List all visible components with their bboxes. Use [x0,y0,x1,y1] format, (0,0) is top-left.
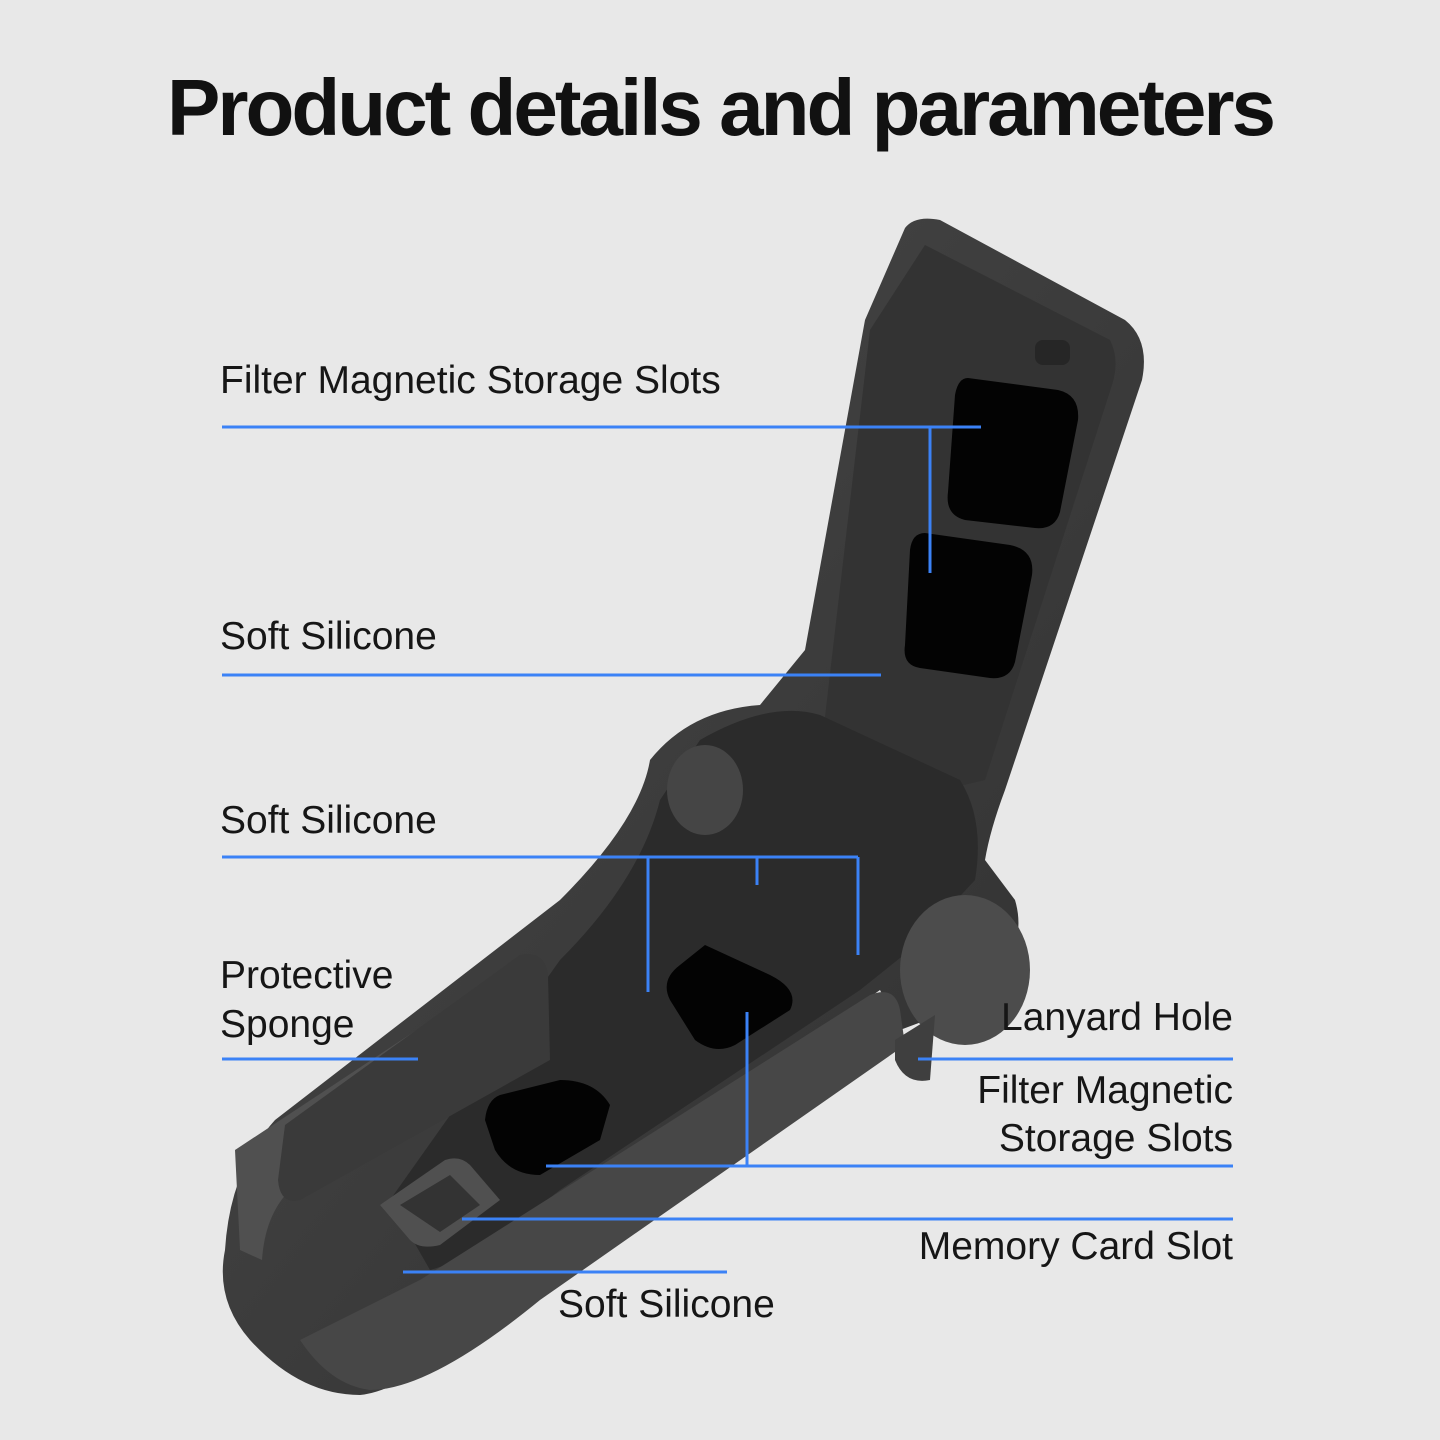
leader-lines [222,425,1233,1274]
label-filter-magnetic-storage-slots: Filter Magnetic Storage Slots [220,359,721,402]
page-title: Product details and parameters [167,63,1276,152]
label-protective-sponge-line1: Protective [220,954,394,997]
label-filter-slots-right-line1: Filter Magnetic [977,1069,1233,1112]
label-soft-silicone-middle: Soft Silicone [220,799,437,842]
label-soft-silicone-upper: Soft Silicone [220,615,437,658]
label-protective-sponge-line2: Sponge [220,1003,355,1046]
filter-slots [485,378,1079,1175]
label-soft-silicone-bottom: Soft Silicone [558,1283,775,1326]
label-lanyard-hole: Lanyard Hole [1001,996,1233,1039]
label-filter-slots-right-line2: Storage Slots [998,1117,1233,1160]
label-memory-card-slot: Memory Card Slot [918,1225,1233,1268]
